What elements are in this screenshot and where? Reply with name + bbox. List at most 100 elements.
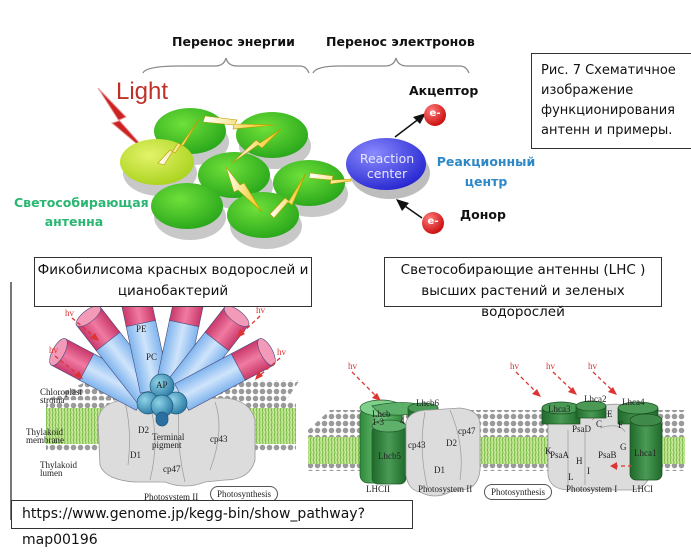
stroma-label-1: Chloroplast bbox=[40, 387, 82, 397]
psad-label: PsaD bbox=[572, 424, 592, 434]
photosystem-ii-label: Photosystem II bbox=[418, 484, 472, 494]
transfer-bolt-icon bbox=[269, 172, 307, 219]
reaction-center-line2: center bbox=[366, 166, 408, 181]
reaction-center-ru-line1: Реакционный bbox=[436, 154, 536, 169]
source-url[interactable]: https://www.genome.jp/kegg-bin/show_path… bbox=[11, 500, 413, 548]
lumen-lipid-layer bbox=[308, 464, 685, 471]
transfer-bolt-icon bbox=[308, 172, 373, 185]
donor-electron-label: e- bbox=[427, 216, 439, 227]
allophycocyanin-core bbox=[136, 373, 188, 427]
hv-label: hv bbox=[256, 305, 266, 315]
caption-line: Рис. 7 Схематичное bbox=[541, 63, 676, 78]
reaction-center-ru-label: Реакционный центр bbox=[436, 152, 536, 192]
lhca3-label: Lhca3 bbox=[548, 404, 571, 414]
hv-label: hv bbox=[546, 361, 556, 371]
stroma-label-2: stroma bbox=[40, 395, 65, 405]
hv-label: hv bbox=[277, 347, 287, 357]
lhcii-label: LHCII bbox=[366, 484, 390, 494]
panel-border-line bbox=[10, 282, 12, 520]
pigment bbox=[273, 160, 345, 206]
lhc-title-line2: высших растений и зеленых водорослей bbox=[421, 283, 625, 320]
f-label: F bbox=[618, 420, 623, 430]
reaction-center-ru-line2: центр bbox=[464, 174, 508, 189]
phycobilisome-title-line2: цианобактерий bbox=[117, 283, 229, 299]
pigment bbox=[198, 152, 270, 198]
energy-transfer-bolts bbox=[157, 115, 373, 219]
internal-transfer-arrow bbox=[610, 462, 632, 470]
d2-label: D2 bbox=[138, 425, 149, 435]
caption-line: антенн и примеры. bbox=[541, 123, 673, 138]
acceptor-label: Акцептор bbox=[409, 83, 479, 98]
cp43-label: cp43 bbox=[210, 434, 228, 444]
lhca1-label: Lhca1 bbox=[634, 448, 657, 458]
transfer-bolt-icon bbox=[157, 117, 201, 166]
lhci-complex bbox=[541, 400, 663, 481]
antenna-label: Светособирающая антенна bbox=[14, 193, 149, 231]
membrane-label-1: Thylakoid bbox=[26, 427, 63, 437]
lhcb13-label-1: Lhcb bbox=[372, 409, 391, 419]
lhca2-label: Lhca2 bbox=[584, 394, 607, 404]
antenna-pigments bbox=[120, 108, 348, 249]
caption-line: функционирования bbox=[541, 103, 675, 118]
pigment bbox=[151, 183, 223, 229]
lhc-title-line1: Светособирающие антенны (LHC ) bbox=[400, 262, 646, 278]
psaa-label: PsaA bbox=[550, 450, 570, 460]
terminal-pigment-label-1: Terminal bbox=[152, 432, 185, 442]
electron-brace bbox=[312, 57, 470, 74]
lhc-title: Светособирающие антенны (LHC ) высших ра… bbox=[384, 257, 662, 320]
reaction-center bbox=[346, 138, 426, 190]
donor-electron-icon bbox=[422, 212, 444, 234]
lhcb5-label: Lhcb5 bbox=[378, 451, 401, 461]
lhcb4-label: 4 bbox=[400, 416, 405, 426]
l-label: L bbox=[568, 472, 574, 482]
hv-label: hv bbox=[510, 361, 520, 371]
hv-label: hv bbox=[588, 361, 598, 371]
cp43-label: cp43 bbox=[408, 440, 426, 450]
reaction-center-label: Reaction center bbox=[356, 151, 418, 181]
figure-caption: Рис. 7 Схематичное изображение функциони… bbox=[531, 53, 691, 149]
pc-label: PC bbox=[146, 352, 157, 362]
h-label: H bbox=[576, 456, 583, 466]
transfer-bolt-icon bbox=[225, 166, 263, 213]
phycobilisome-diagram: PE PC AP Chloroplast stroma Thylakoid me… bbox=[26, 290, 300, 502]
photosystem-ii-complex bbox=[405, 407, 481, 497]
acceptor-electron-icon bbox=[424, 104, 446, 126]
cp47-label: cp47 bbox=[458, 426, 476, 436]
d1-label: D1 bbox=[130, 450, 141, 460]
cp47-label: cp47 bbox=[163, 464, 181, 474]
phycobilisome-title: Фикобилисома красных водорослей и цианоб… bbox=[34, 257, 312, 307]
membrane-label-2: membrane bbox=[26, 435, 64, 445]
energy-transfer-label: Перенос энергии bbox=[172, 34, 295, 49]
d2-label: D2 bbox=[446, 438, 457, 448]
lhcb13-label-2: 1-3 bbox=[372, 417, 384, 427]
photosystem-i-label: Photosystem I bbox=[566, 484, 617, 494]
pigment bbox=[227, 192, 299, 238]
donor-label: Донор bbox=[460, 207, 506, 222]
phycobilisome-title-line1: Фикобилисома красных водорослей и bbox=[37, 262, 309, 278]
lumen-label-1: Thylakoid bbox=[40, 460, 77, 470]
light-arrows bbox=[351, 371, 617, 401]
energy-transfer-schematic bbox=[97, 57, 470, 249]
i-label: I bbox=[587, 466, 590, 476]
psab-label: PsaB bbox=[598, 450, 617, 460]
lhc-diagram: hv hv hv hv Lhcb 1-3 4 Lhcb6 Lhcb5 cp43 … bbox=[308, 361, 685, 497]
e-label: E bbox=[607, 409, 613, 419]
electron-transfer-label: Перенос электронов bbox=[326, 34, 475, 49]
hv-label: hv bbox=[348, 361, 358, 371]
light-label: Light bbox=[116, 78, 169, 105]
hv-label: hv bbox=[65, 308, 75, 318]
hv-label: hv bbox=[49, 345, 59, 355]
photosynthesis-link-right[interactable]: Photosynthesis bbox=[484, 484, 553, 500]
antenna-label-line1: Светособирающая bbox=[14, 195, 149, 210]
transfer-bolt-icon bbox=[202, 115, 276, 130]
acceptor-electron-label: e- bbox=[429, 108, 441, 119]
c-label: C bbox=[596, 419, 602, 429]
ap-label: AP bbox=[156, 380, 168, 390]
arrow-to-acceptor-icon bbox=[413, 113, 426, 124]
pe-label: PE bbox=[136, 324, 147, 334]
k-label: K bbox=[545, 446, 552, 456]
transfer-bolt-icon bbox=[231, 128, 282, 164]
antenna-label-line2: антенна bbox=[44, 214, 104, 229]
photosystem-ii-label: Photosystem II bbox=[144, 492, 198, 502]
lumen-label-2: lumen bbox=[40, 468, 63, 478]
